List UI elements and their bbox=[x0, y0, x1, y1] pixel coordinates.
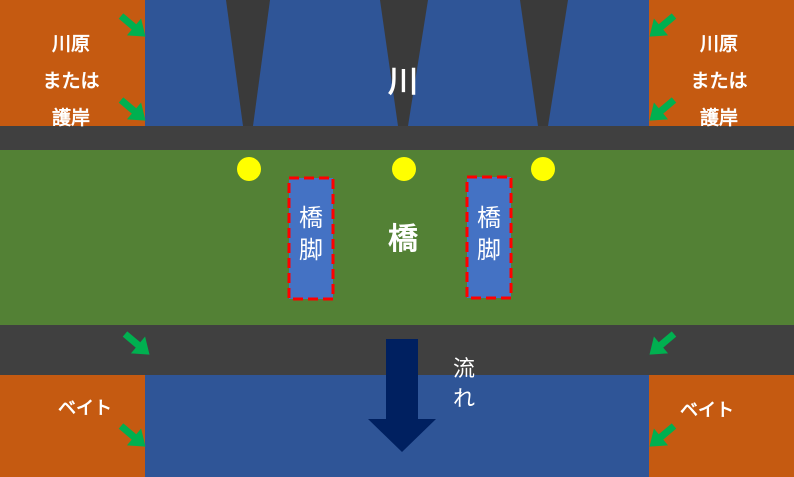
pier-shadow-center bbox=[380, 0, 428, 126]
green-arrow-icon bbox=[649, 13, 677, 37]
river-label: 川 bbox=[388, 65, 418, 100]
bank-label-right-line3: 護岸 bbox=[699, 107, 738, 129]
pier-label-left-line2: 脚 bbox=[299, 236, 323, 264]
bank-label-right: 川原 または 護岸 bbox=[674, 26, 764, 137]
road-top bbox=[0, 126, 794, 150]
light-marker-center bbox=[392, 157, 416, 181]
bait-label-right: ベイト bbox=[680, 400, 734, 421]
bridge-deck bbox=[0, 150, 794, 325]
pier-label-right: 橋 脚 bbox=[469, 202, 509, 266]
flow-arrow-icon bbox=[368, 339, 436, 452]
bank-top-left bbox=[0, 0, 145, 126]
flow-label: 流 れ bbox=[446, 355, 482, 415]
pier-label-left-line1: 橋 bbox=[299, 204, 323, 232]
bank-label-left: 川原 または 護岸 bbox=[26, 26, 116, 137]
bank-label-left-line3: 護岸 bbox=[51, 107, 90, 129]
green-arrow-icon bbox=[118, 13, 146, 37]
pier-label-right-line2: 脚 bbox=[477, 236, 501, 264]
green-arrow-icon bbox=[649, 331, 677, 355]
flow-label-line2: れ bbox=[452, 387, 475, 412]
bank-bottom-left bbox=[0, 375, 145, 477]
green-arrow-icon bbox=[122, 331, 150, 355]
bait-label-left: ベイト bbox=[58, 398, 112, 419]
pier-shadow-right bbox=[520, 0, 568, 126]
green-arrow-icon bbox=[649, 423, 677, 447]
green-arrow-icon bbox=[118, 97, 146, 121]
pier-right bbox=[465, 175, 513, 300]
pier-left bbox=[287, 176, 335, 301]
bank-label-left-line1: 川原 bbox=[51, 33, 90, 55]
green-arrow-icon bbox=[649, 97, 677, 121]
flow-label-line1: 流 bbox=[452, 357, 475, 382]
pier-label-right-line1: 橋 bbox=[477, 204, 501, 232]
pier-shadow-left bbox=[226, 0, 270, 126]
bridge-label: 橋 bbox=[388, 222, 418, 257]
bank-label-right-line2: または bbox=[690, 70, 748, 92]
light-marker-right bbox=[531, 157, 555, 181]
light-marker-left bbox=[237, 157, 261, 181]
pier-label-left: 橋 脚 bbox=[291, 202, 331, 266]
bank-label-right-line1: 川原 bbox=[699, 33, 738, 55]
green-arrow-icon bbox=[118, 423, 146, 447]
bank-label-left-line2: または bbox=[42, 70, 100, 92]
